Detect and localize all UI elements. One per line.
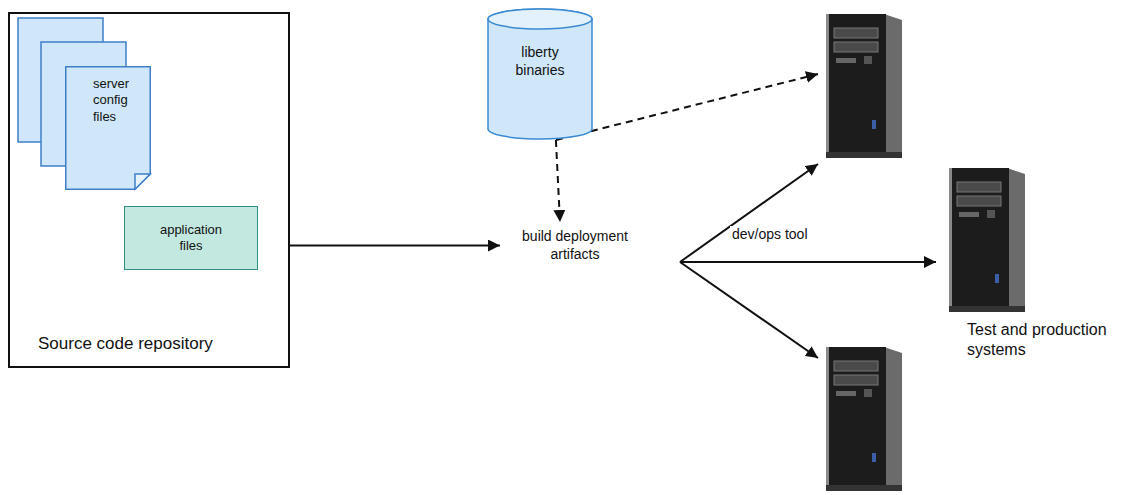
node-text: application files xyxy=(149,222,233,255)
build-step: build deployment artifacts xyxy=(500,222,650,269)
deploy-arrow xyxy=(680,164,818,262)
flow-arrow xyxy=(290,245,500,247)
system-caption: Test and production systems xyxy=(965,320,1125,360)
arrow-label-holder: dev/ops tool xyxy=(730,226,840,244)
node-text: Source code repository xyxy=(38,333,288,354)
dashed-arrow xyxy=(556,140,560,222)
dashed-arrow xyxy=(556,74,818,140)
node-text: server config files xyxy=(93,76,145,125)
server-tower xyxy=(949,168,1025,312)
system-caption-holder: Test and production systems xyxy=(965,320,1125,360)
deploy-arrow xyxy=(680,262,818,358)
node-text: liberty binaries xyxy=(507,44,573,79)
config-file: server config files xyxy=(65,66,151,190)
node-text: build deployment artifacts xyxy=(510,228,640,263)
repository-box: Source code repository server config file… xyxy=(8,12,290,368)
deploy-arrow xyxy=(680,261,936,263)
server-tower xyxy=(826,14,902,158)
arrow-label: dev/ops tool xyxy=(730,226,810,244)
server-tower xyxy=(826,347,902,491)
application-box: application files xyxy=(124,206,258,270)
binaries-cylinder: liberty binaries xyxy=(487,8,593,140)
